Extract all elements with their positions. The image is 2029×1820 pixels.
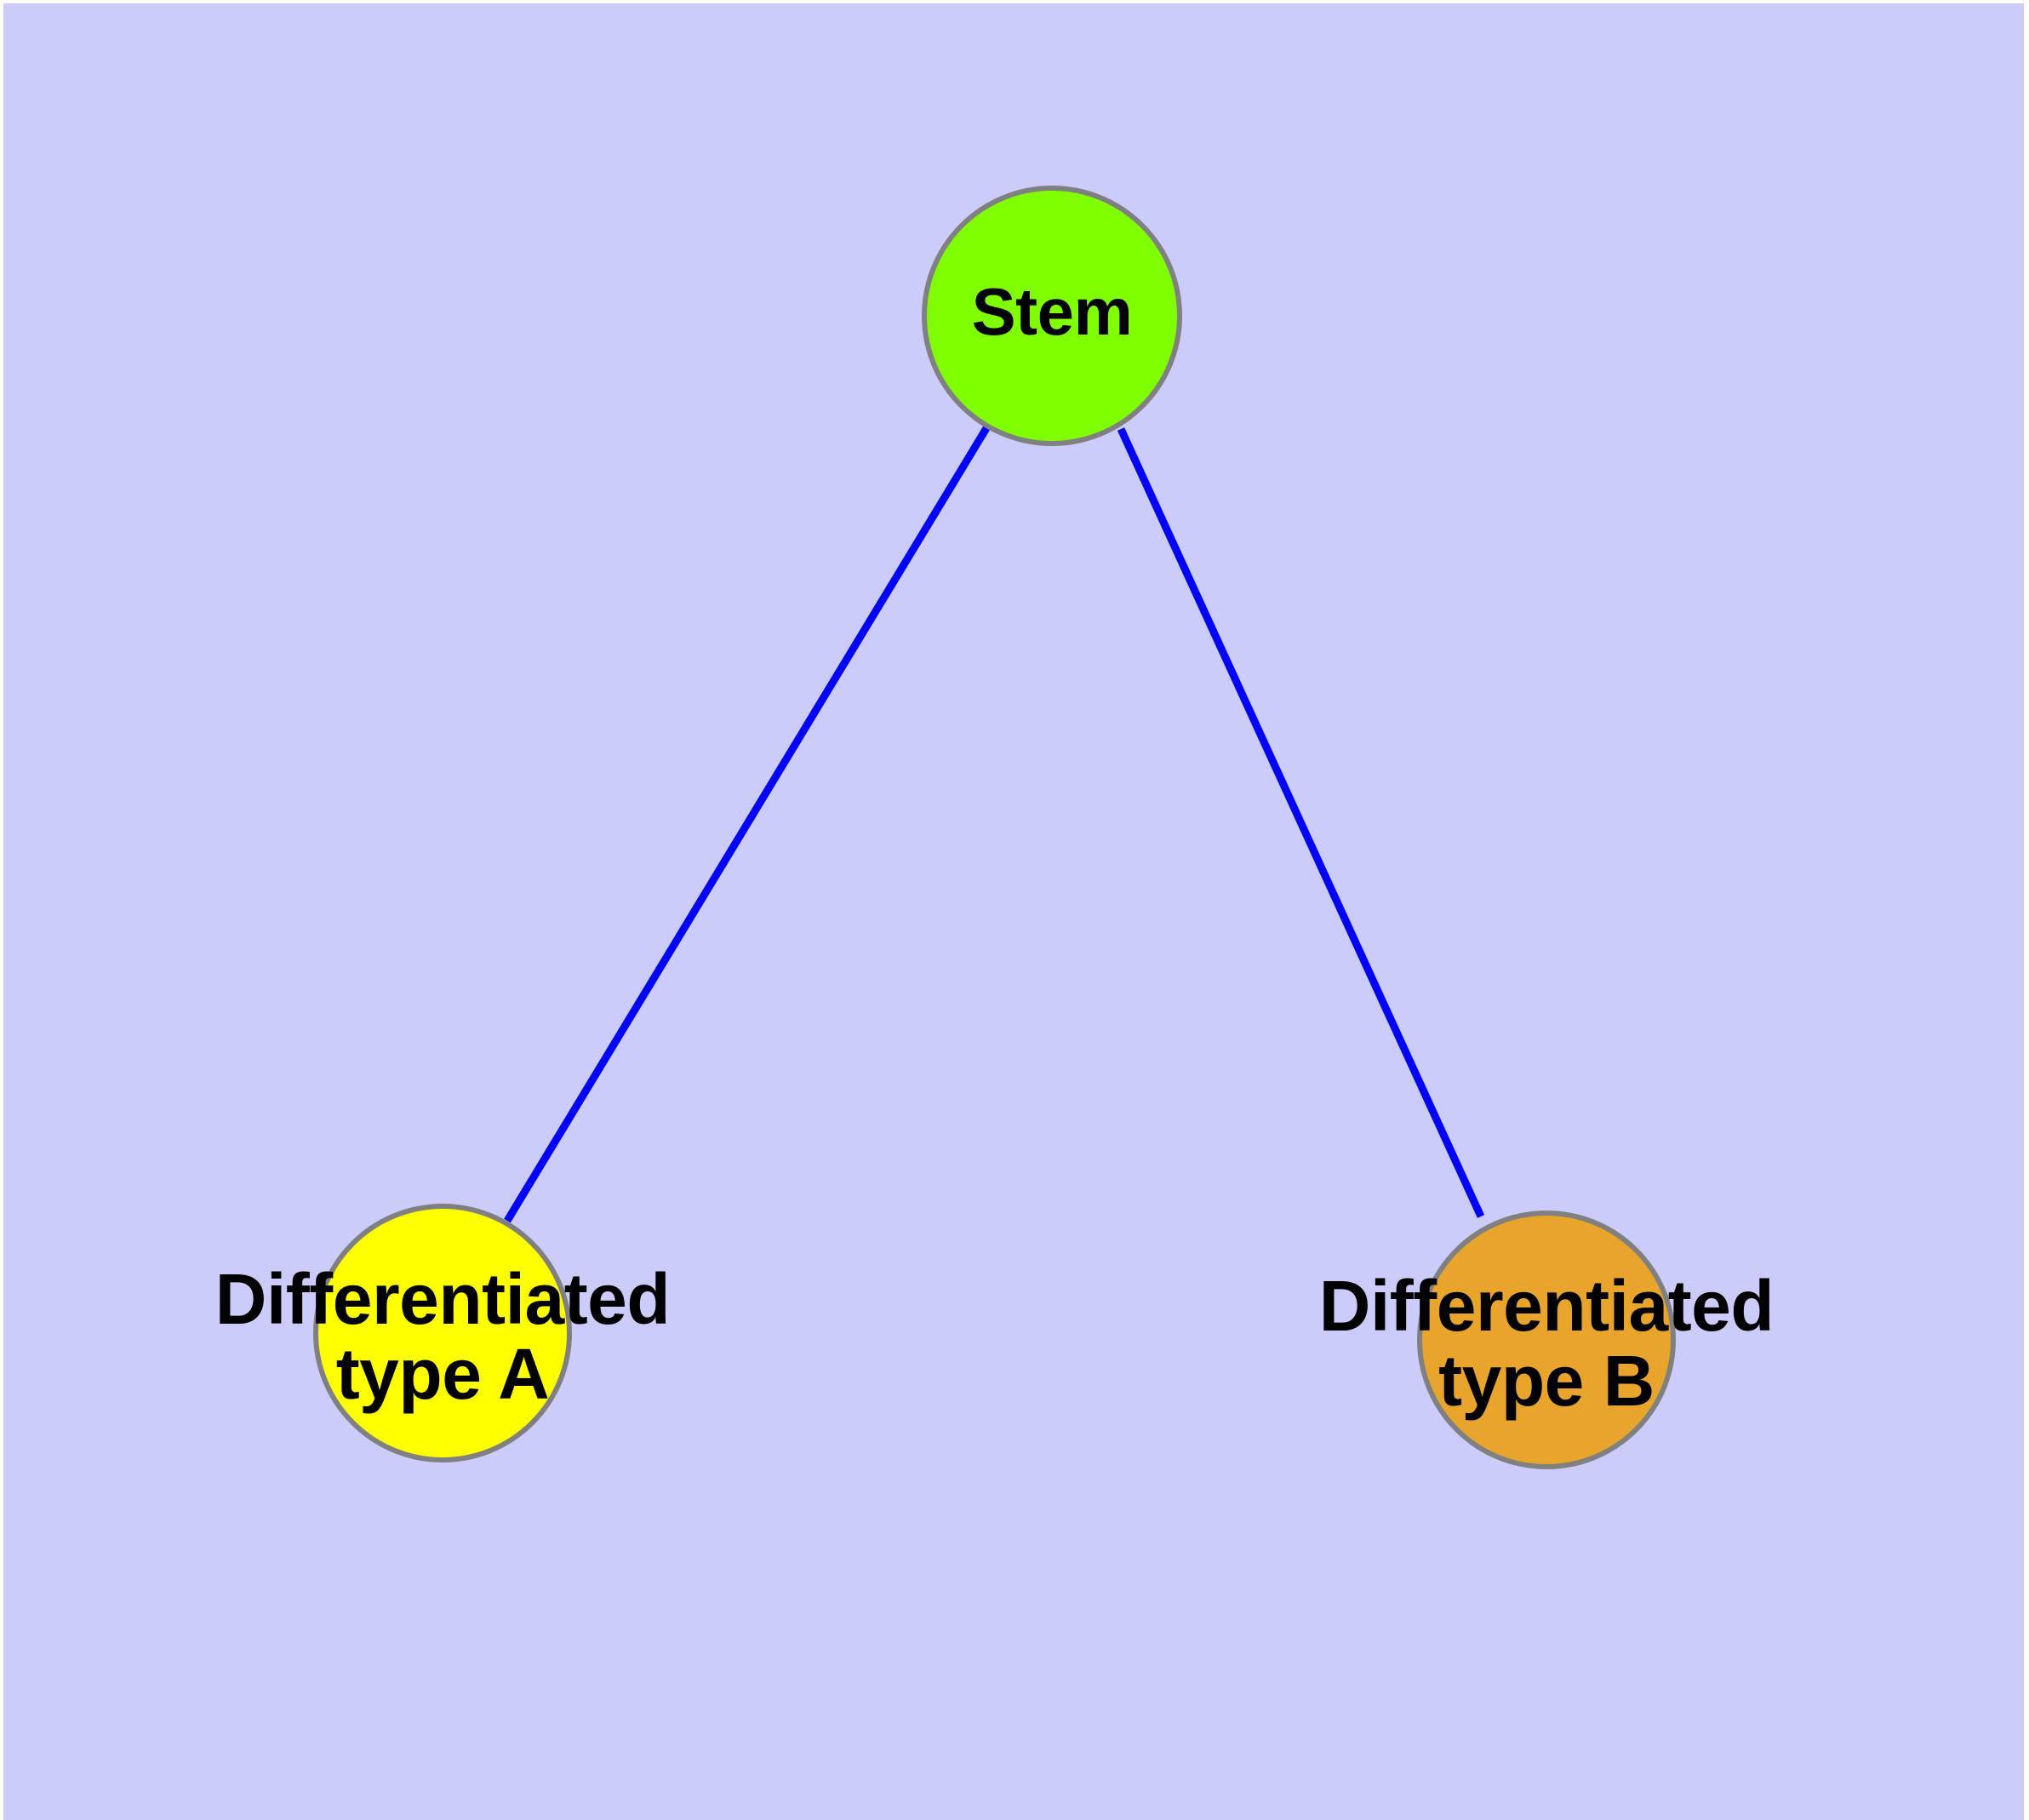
edge-stem-to-differentiated-type-b <box>1117 427 1485 1218</box>
edge-stem-to-differentiated-type-a <box>504 426 990 1223</box>
node-differentiated-type-a[interactable] <box>313 1204 572 1462</box>
node-stem[interactable] <box>922 186 1182 446</box>
edge-layer <box>504 426 1485 1223</box>
node-differentiated-type-b[interactable] <box>1417 1210 1676 1469</box>
